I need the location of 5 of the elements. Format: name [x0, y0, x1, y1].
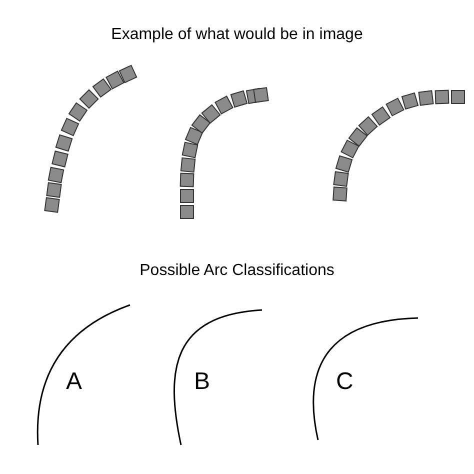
arc-letter: C [336, 368, 354, 396]
arc-letter: B [194, 368, 210, 396]
heading: Example of what would be in image [111, 26, 363, 44]
heading: Possible Arc Classifications [140, 262, 334, 280]
arc-letter: A [66, 368, 82, 396]
